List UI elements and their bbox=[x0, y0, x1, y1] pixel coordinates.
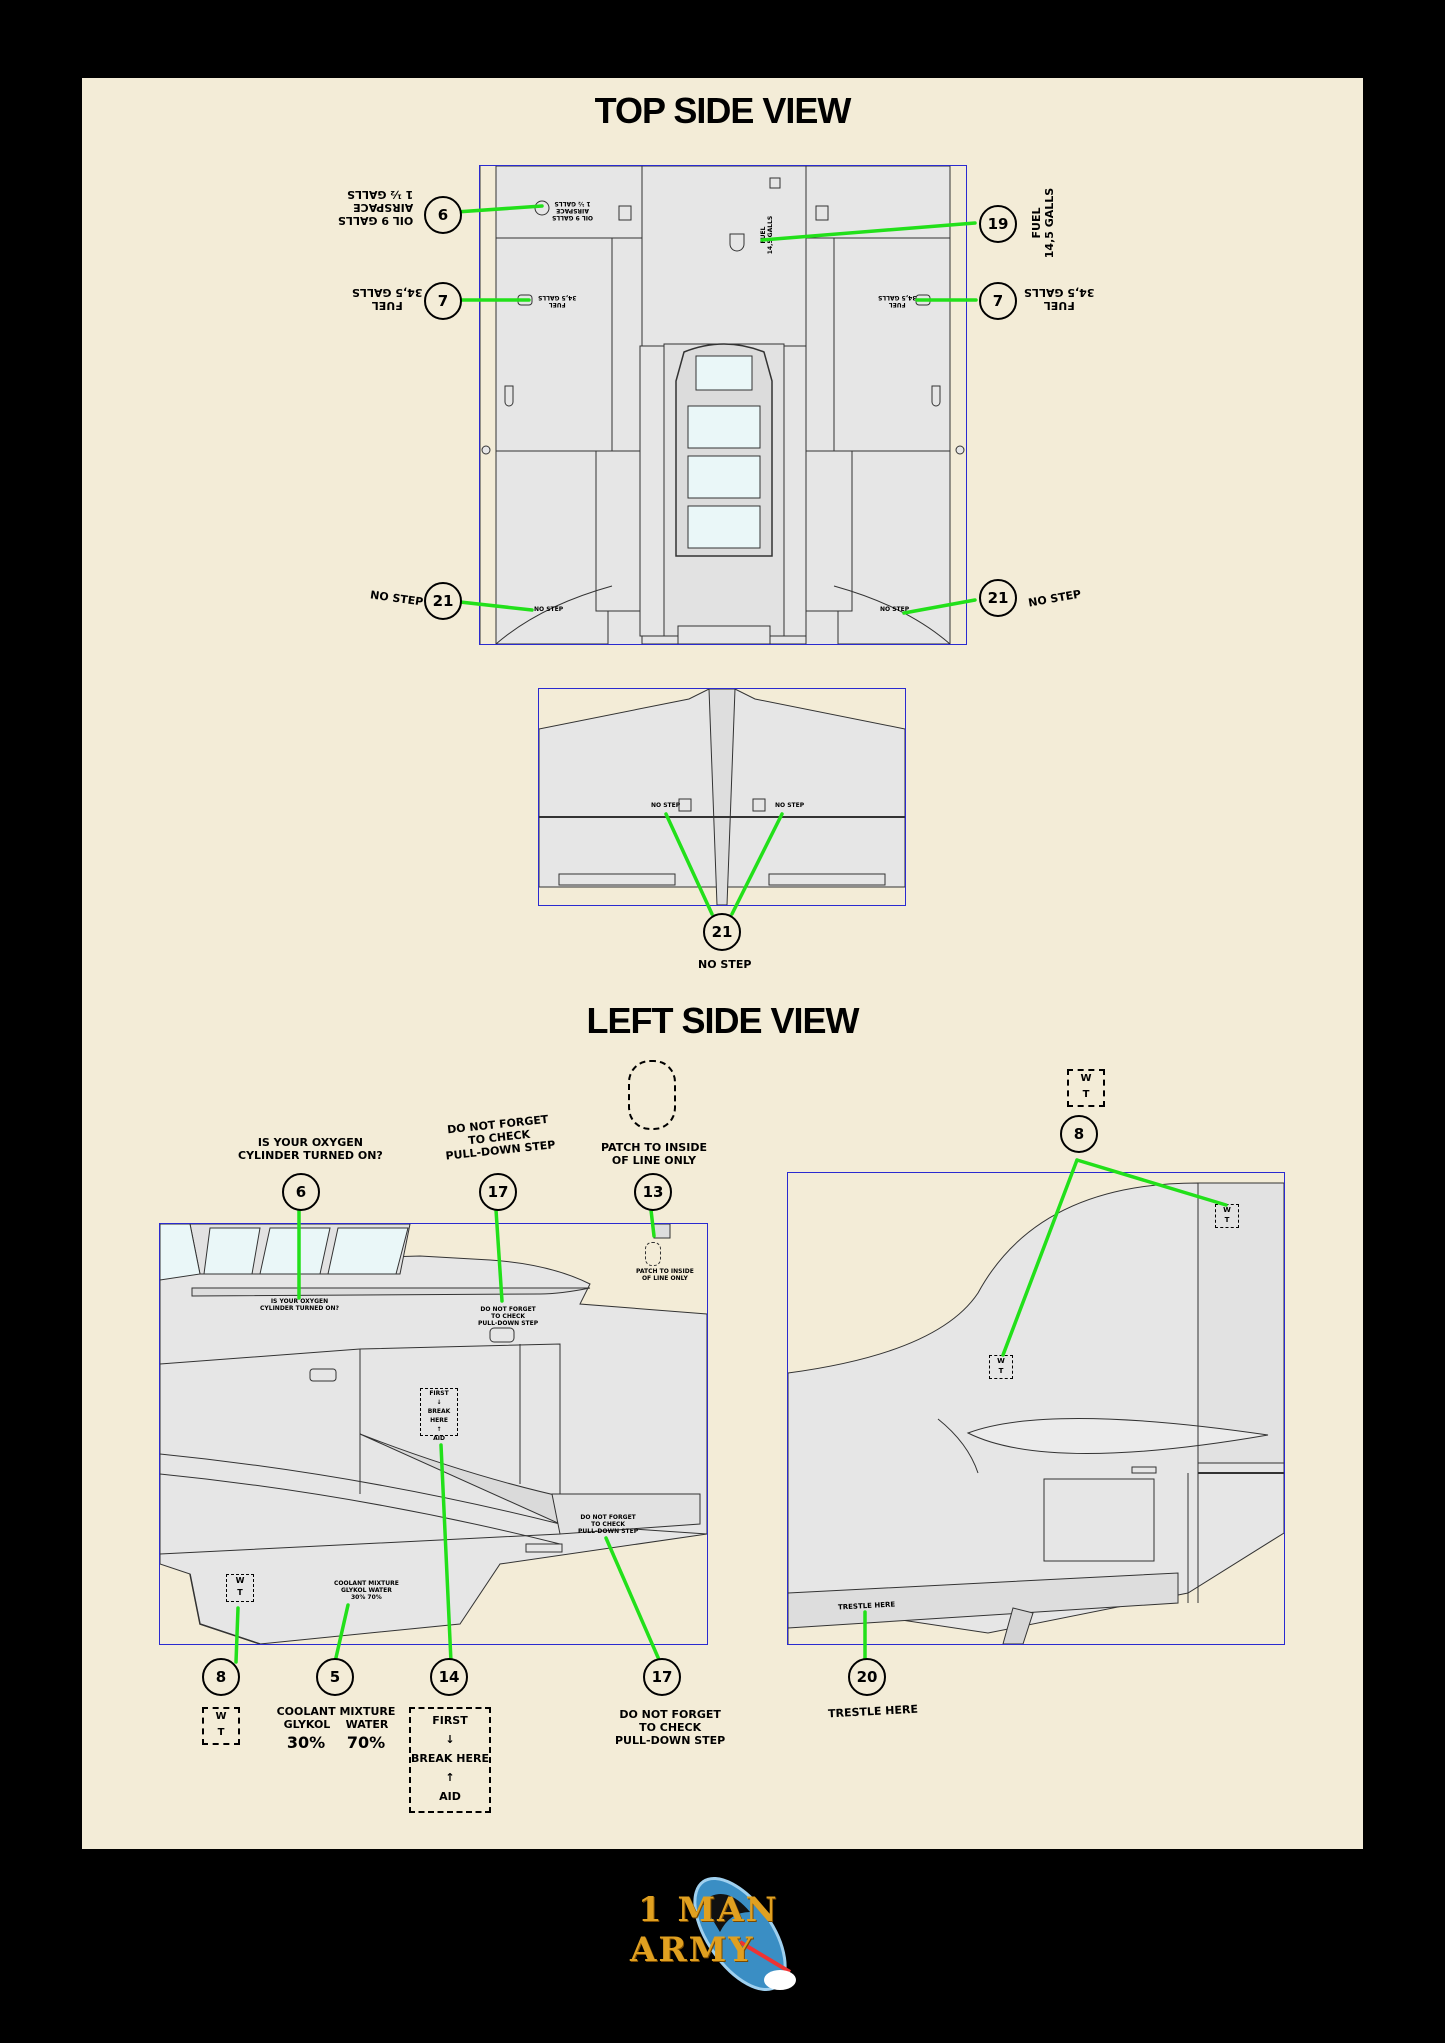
wt-w: W bbox=[235, 1576, 245, 1585]
wt-t: T bbox=[1082, 1089, 1090, 1100]
wt-w: W bbox=[1223, 1206, 1231, 1214]
callout-21-left: 21 bbox=[424, 582, 462, 620]
wt-w: W bbox=[1080, 1073, 1092, 1084]
callout-8-tail: 8 bbox=[1060, 1115, 1098, 1153]
stencil-patch-outline bbox=[645, 1242, 661, 1266]
patch-outline bbox=[628, 1060, 676, 1130]
callout-7-left: 7 bbox=[424, 282, 462, 320]
coolant-title: COOLANT MIXTURE bbox=[276, 1705, 396, 1718]
wt-w: W bbox=[997, 1357, 1005, 1365]
coolant-water-pct: 70% bbox=[346, 1733, 386, 1752]
stencil-no-step-left: NO STEP bbox=[534, 606, 564, 613]
label-no-step-right: NO STEP bbox=[1027, 587, 1083, 610]
callout-17-bottom: 17 bbox=[643, 1658, 681, 1696]
callout-17-top: 17 bbox=[479, 1173, 517, 1211]
wt-label-tail: W T bbox=[1067, 1069, 1105, 1107]
wt-t: T bbox=[1224, 1216, 1230, 1224]
decal-sheet: TOP SIDE VIEW bbox=[82, 78, 1363, 1849]
logo-emblem bbox=[693, 1876, 796, 1992]
callout-6-top: 6 bbox=[424, 196, 462, 234]
stencil-no-step-right: NO STEP bbox=[880, 606, 910, 613]
callout-19: 19 bbox=[979, 205, 1017, 243]
wt-stencil-tail-top: W T bbox=[1215, 1204, 1239, 1228]
left-view-tail-panel: W T W T TRESTLE HERE bbox=[787, 1172, 1285, 1645]
callout-8-fuselage: 8 bbox=[202, 1658, 240, 1696]
wt-t: T bbox=[217, 1727, 225, 1738]
one-man-army-logo: 1 MAN ARMY bbox=[630, 1872, 830, 2002]
callout-20: 20 bbox=[848, 1658, 886, 1696]
fuselage-side-drawing bbox=[160, 1224, 707, 1644]
coolant-glykol: GLYKOL bbox=[283, 1718, 331, 1731]
label-no-step-left: NO STEP bbox=[369, 588, 425, 609]
callout-21-right: 21 bbox=[979, 579, 1017, 617]
stencil-no-step-tail-right: NO STEP bbox=[775, 802, 805, 809]
callout-7-right: 7 bbox=[979, 282, 1017, 320]
wt-stencil-tail-fin: W T bbox=[989, 1355, 1013, 1379]
label-no-step-tail: NO STEP bbox=[698, 958, 752, 971]
callout-6-side: 6 bbox=[282, 1173, 320, 1211]
wt-label-fuselage: W T bbox=[202, 1707, 240, 1745]
callout-21-tail: 21 bbox=[703, 913, 741, 951]
stencil-first-aid: FIRST↓BREAK HERE↑AID bbox=[420, 1388, 458, 1442]
label-trestle: TRESTLE HERE bbox=[827, 1702, 919, 1721]
label-coolant: COOLANT MIXTURE GLYKOL WATER 30% 70% bbox=[276, 1705, 396, 1752]
top-view-title: TOP SIDE VIEW bbox=[594, 90, 852, 131]
coolant-water: WATER bbox=[345, 1718, 389, 1731]
wt-stencil-fuselage: W T bbox=[226, 1574, 254, 1602]
logo-text-line1: 1 MAN bbox=[638, 1890, 779, 1930]
wt-w: W bbox=[215, 1711, 227, 1722]
label-first-aid: FIRST↓BREAK HERE↑AID bbox=[409, 1707, 491, 1813]
tailplane-drawing bbox=[539, 689, 905, 905]
tailplane-panel: NO STEP NO STEP bbox=[538, 688, 906, 906]
wt-t: T bbox=[998, 1367, 1004, 1375]
stencil-no-step-tail-left: NO STEP bbox=[651, 802, 681, 809]
wt-t: T bbox=[237, 1588, 243, 1597]
callout-13: 13 bbox=[634, 1173, 672, 1211]
logo-text-line2: ARMY bbox=[630, 1930, 755, 1970]
tail-side-drawing bbox=[788, 1182, 1284, 1644]
top-view-aircraft-drawing bbox=[480, 166, 966, 644]
coolant-glykol-pct: 30% bbox=[286, 1733, 326, 1752]
callout-5: 5 bbox=[316, 1658, 354, 1696]
left-view-title: LEFT SIDE VIEW bbox=[586, 1000, 859, 1041]
callout-14: 14 bbox=[430, 1658, 468, 1696]
